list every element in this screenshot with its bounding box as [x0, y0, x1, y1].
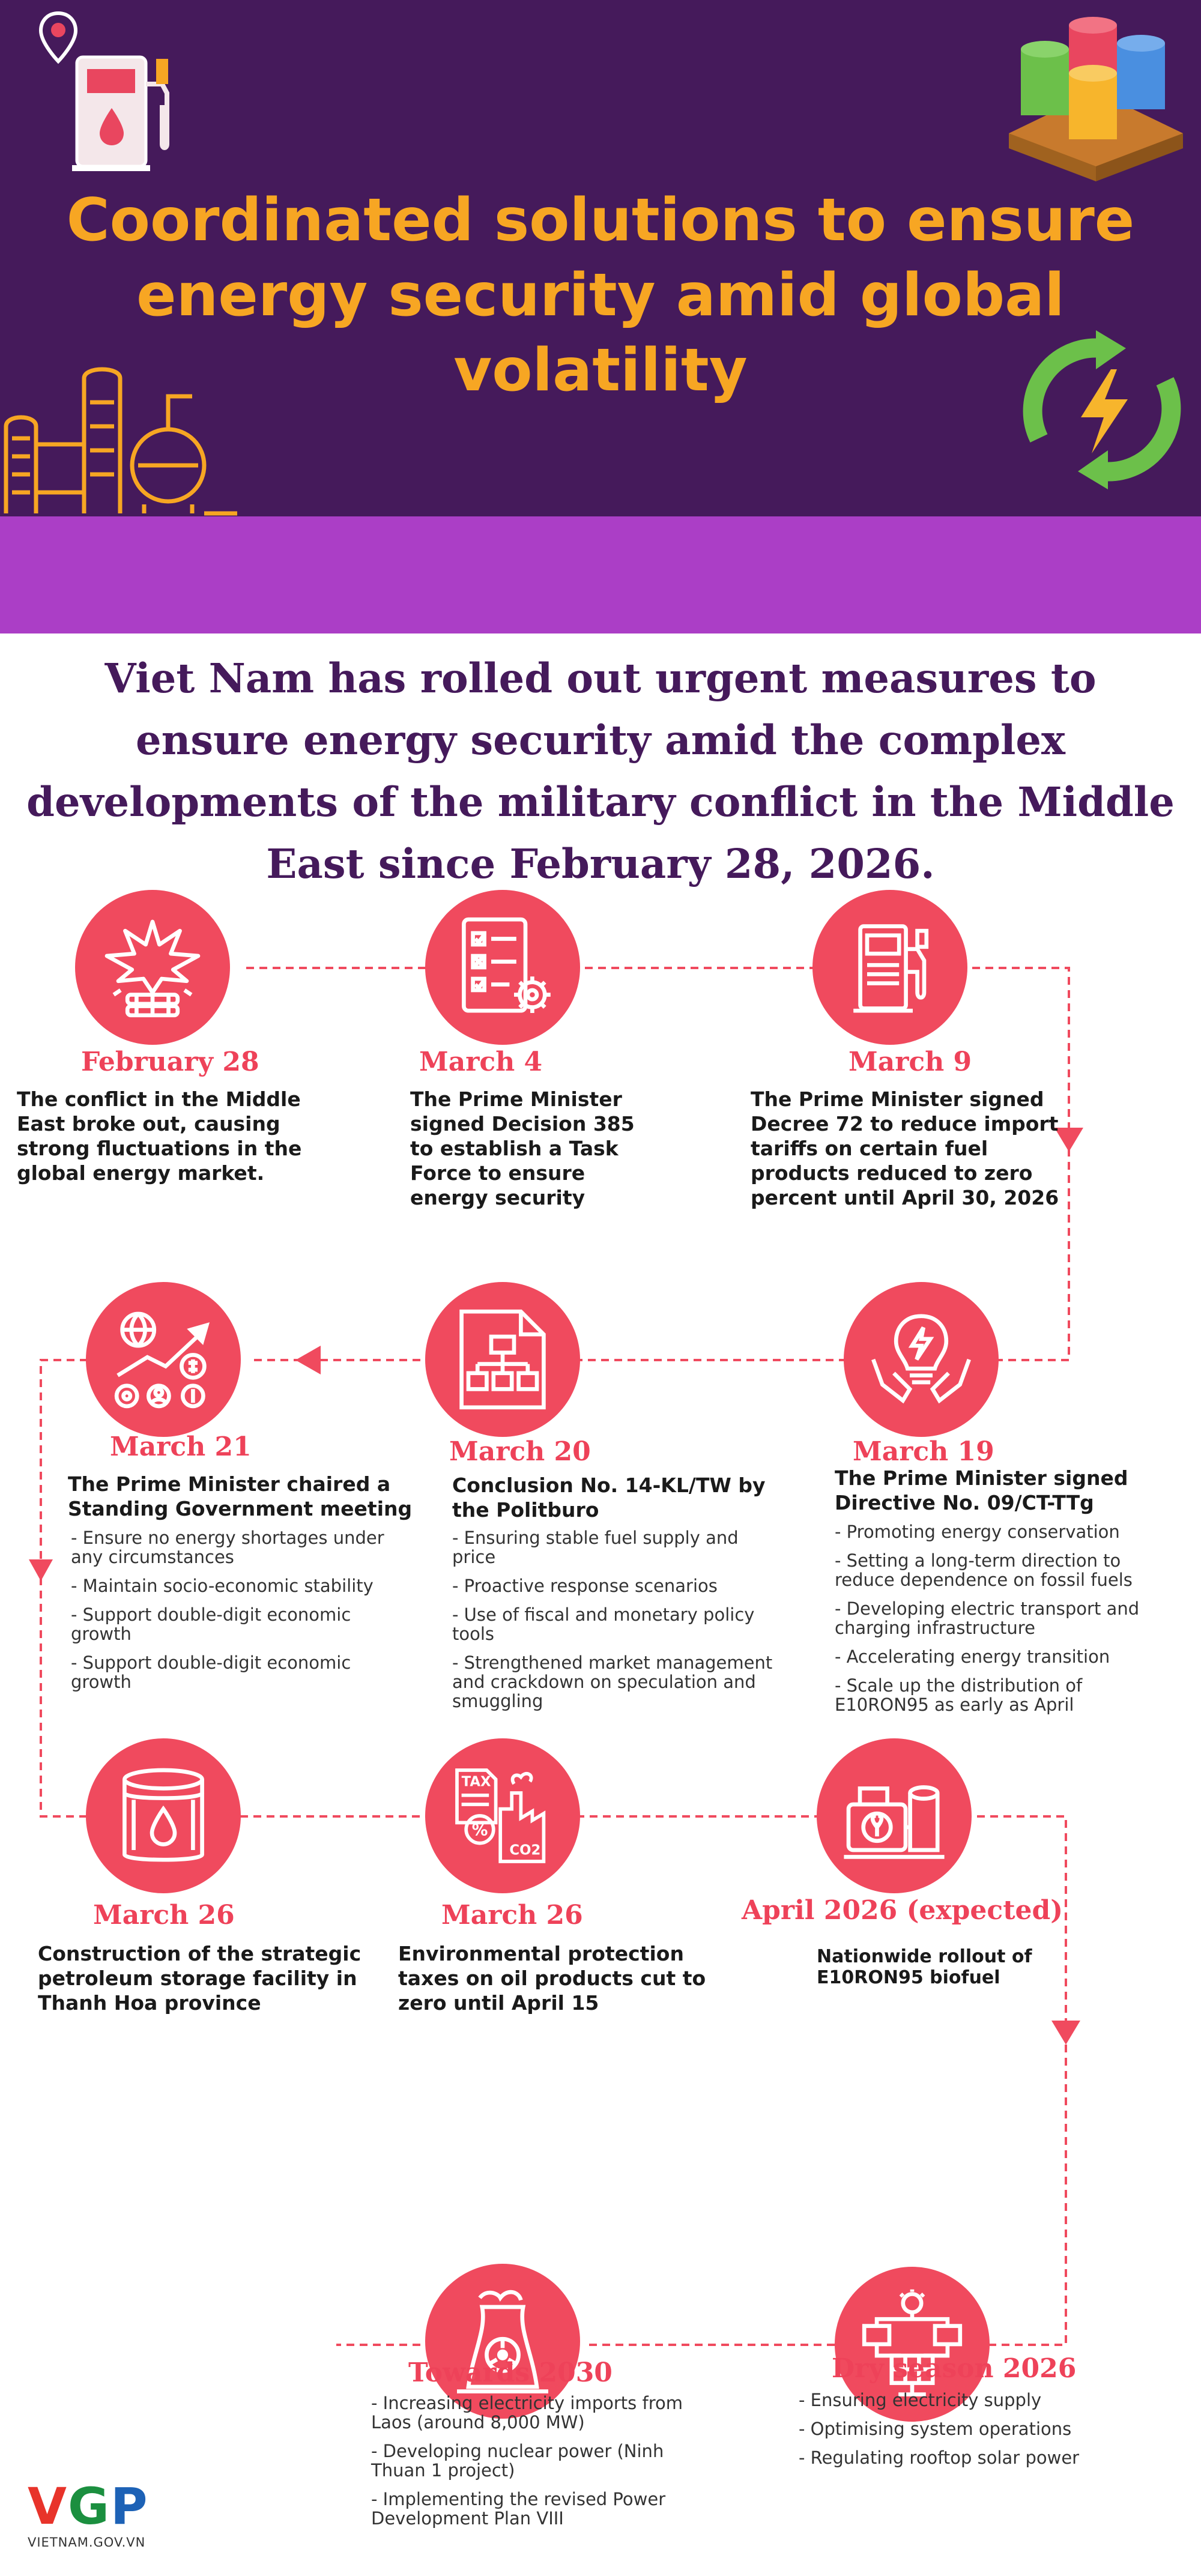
nuclear-plant-icon: [457, 2290, 548, 2393]
milestone-date: April 2026 (expected): [742, 1895, 1063, 1926]
list-item: - Accelerating energy transition: [835, 1646, 1110, 1667]
fuel-pump-icon: [853, 924, 929, 1013]
milestone-circle: [817, 1738, 972, 1893]
list-item: - Ensuring stable fuel supply and price: [452, 1528, 739, 1567]
list-item: - Scale up the distribution of E10RON95 …: [835, 1675, 1083, 1715]
milestone-description: The Prime Minister signed Decree 72 to r…: [751, 1087, 1059, 1209]
svg-text:CO2: CO2: [509, 1843, 540, 1858]
arrow-down-icon: [1051, 2021, 1080, 2045]
renewable-energy-icon: [1023, 330, 1181, 489]
list-item: - Ensuring electricity supply: [799, 2390, 1042, 2410]
milestone-date: March 20: [449, 1436, 591, 1467]
logo-letter-v: V: [28, 2477, 68, 2536]
arrow-down-icon: [29, 1559, 53, 1581]
list-item: - Ensure no energy shortages under any c…: [71, 1528, 384, 1567]
milestone-circle: [425, 1282, 580, 1437]
location-pin-icon: [38, 11, 78, 64]
milestone-date: March 21: [110, 1432, 252, 1462]
list-item: - Developing electric transport and char…: [835, 1598, 1140, 1638]
milestone-description: Nationwide rollout of E10RON95 biofuel: [817, 1946, 1032, 1988]
milestone-circle: TAX % CO2: [425, 1738, 580, 1893]
page-title: Coordinated solutions to ensure energy s…: [66, 186, 1135, 405]
biofuel-plant-icon: [844, 1785, 945, 1859]
list-item: - Proactive response scenarios: [452, 1576, 718, 1596]
milestone-circle: [86, 1738, 241, 1893]
milestone-circle: [86, 1282, 241, 1437]
list-item: - Support double-digit economic growth: [71, 1652, 351, 1692]
milestone-items: - Ensure no energy shortages under any c…: [71, 1528, 407, 1701]
vgp-logo: VGP VIETNAM.GOV.VN: [28, 2480, 184, 2550]
arrow-down-icon: [1054, 1128, 1083, 1152]
list-item: - Support double-digit economic growth: [71, 1604, 351, 1644]
milestone-description: Environmental protection taxes on oil pr…: [398, 1942, 706, 2015]
list-item: - Promoting energy conservation: [835, 1522, 1120, 1542]
milestone-description: The Prime Minister chaired a Standing Go…: [68, 1472, 413, 1520]
list-item: - Implementing the revised Power Develop…: [371, 2489, 666, 2529]
list-item: - Optimising system operations: [799, 2419, 1072, 2439]
logo-letter-g: G: [68, 2477, 110, 2536]
checklist-icon: [462, 917, 551, 1013]
list-item: - Maintain socio-economic stability: [71, 1576, 374, 1596]
arrow-left-icon: [295, 1346, 321, 1374]
refinery-icon: [4, 367, 237, 516]
milestone-circle: [425, 890, 580, 1045]
list-item: - Regulating rooftop solar power: [799, 2448, 1080, 2468]
svg-text:%: %: [472, 1821, 488, 1839]
logo-url: VIETNAM.GOV.VN: [28, 2535, 146, 2550]
svg-text:TAX: TAX: [462, 1774, 491, 1790]
logo-wordmark: VGP: [28, 2480, 184, 2533]
milestone-date: February 28: [81, 1047, 259, 1077]
milestone-date: Dry season 2026: [832, 2353, 1077, 2384]
milestone-date: March 19: [853, 1436, 994, 1467]
milestone-description: The Prime Minister signed Directive No. …: [835, 1466, 1128, 1514]
milestone-date: March 4: [419, 1047, 543, 1077]
growth-chart-icon: [114, 1311, 210, 1409]
milestone-circle: [844, 1282, 999, 1437]
oil-barrels-icon: [1009, 17, 1183, 181]
milestone-circle: [75, 890, 230, 1045]
solar-grid-icon: [862, 2289, 963, 2396]
milestone-items: - Promoting energy conservation - Settin…: [835, 1522, 1171, 1724]
list-item: - Use of fiscal and monetary policy tool…: [452, 1604, 755, 1644]
list-item: - Developing nuclear power (Ninh Thuan 1…: [371, 2441, 664, 2481]
milestone-items: - Increasing electricity imports from La…: [371, 2393, 707, 2538]
header-band: [0, 516, 1201, 633]
milestone-circle: [425, 2264, 580, 2419]
explosion-icon: [104, 919, 201, 1018]
milestone-date: March 26: [93, 1900, 235, 1930]
milestone-items: - Ensuring electricity supply - Optimisi…: [799, 2390, 1111, 2477]
list-item: - Strengthened market management and cra…: [452, 1652, 773, 1711]
milestone-date: March 9: [849, 1047, 972, 1077]
header-banner: [0, 0, 1201, 516]
list-item: - Increasing electricity imports from La…: [371, 2393, 683, 2432]
milestone-date: Towards 2030: [408, 2357, 613, 2388]
milestone-circle: [812, 890, 967, 1045]
intro-text: Viet Nam has rolled out urgent measures …: [26, 655, 1175, 887]
milestone-description: The Prime Minister signed Decision 385 t…: [410, 1087, 635, 1209]
list-item: - Setting a long-term direction to reduc…: [835, 1550, 1133, 1590]
milestone-date: March 26: [441, 1900, 583, 1930]
milestone-circle: [835, 2267, 990, 2422]
storage-tank-icon: [123, 1768, 204, 1862]
organization-chart-icon: [459, 1309, 546, 1410]
tax-co2-icon: TAX % CO2: [455, 1768, 546, 1863]
milestone-description: Construction of the strategic petroleum …: [38, 1942, 362, 2015]
milestone-description: Conclusion No. 14-KL/TW by the Politburo: [452, 1474, 766, 1522]
milestone-items: - Ensuring stable fuel supply and price …: [452, 1528, 776, 1720]
milestone-description: The conflict in the Middle East broke ou…: [17, 1087, 302, 1185]
gas-station-icon: [72, 55, 169, 171]
energy-bulb-hands-icon: [871, 1314, 971, 1404]
logo-letter-p: P: [110, 2477, 149, 2536]
